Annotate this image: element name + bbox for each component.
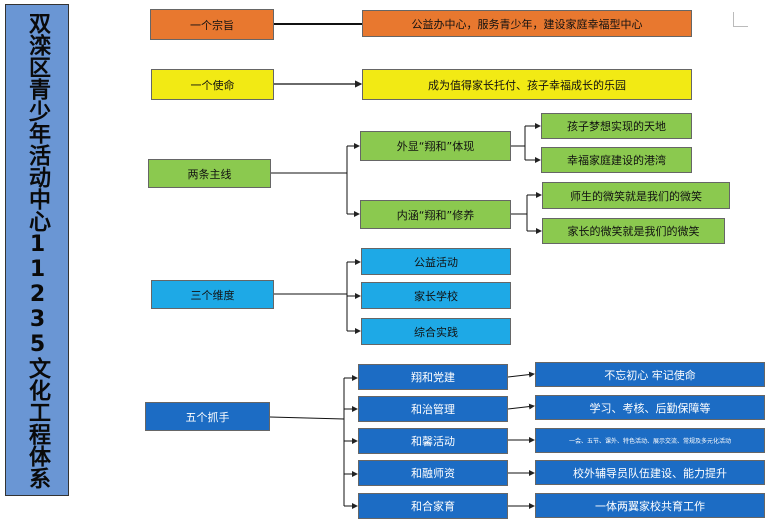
zhuashou-item: 和治管理 [358, 396, 508, 422]
zhuashou-detail-text: 一会、五节、课外、特色活动、展示交流、常规及多元化活动 [568, 438, 731, 445]
node-weidu-label: 三个维度 [190, 288, 235, 302]
zongzhi-detail: 公益办中心，服务青少年，建设家庭幸福型中心 [362, 10, 692, 37]
zhuashou-detail: 校外辅导员队伍建设、能力提升 [535, 460, 765, 485]
branch-waixian-label: 外显“翔和”体现 [396, 140, 475, 153]
zhuashou-detail: 一会、五节、课外、特色活动、展示交流、常规及多元化活动 [535, 428, 765, 453]
waixian-item: 孩子梦想实现的天地 [541, 113, 692, 139]
node-zhuxian: 两条主线 [148, 159, 271, 188]
zhuashou-item-label: 和融师资 [411, 467, 455, 480]
neihan-item-text: 师生的微笑就是我们的微笑 [570, 189, 702, 203]
branch-neihan-label: 内涵“翔和”修养 [396, 208, 475, 222]
waixian-item-text: 孩子梦想实现的天地 [567, 120, 666, 133]
zhuashou-item: 和合家育 [358, 493, 508, 519]
neihan-item-text: 家长的微笑就是我们的微笑 [567, 225, 700, 238]
node-zongzhi: 一个宗旨 [150, 9, 274, 40]
zhuashou-item-label: 翔和党建 [411, 371, 455, 384]
zhuashou-detail-text: 学习、考核、后勤保障等 [589, 401, 711, 415]
zhuashou-detail: 一体两翼家校共育工作 [535, 493, 765, 518]
zhuashou-detail-text: 一体两翼家校共育工作 [595, 499, 705, 513]
weidu-item-text: 家长学校 [414, 289, 458, 303]
weidu-item-text: 综合实践 [414, 325, 458, 339]
zhuashou-item-label: 和馨活动 [411, 435, 455, 448]
waixian-item: 幸福家庭建设的港湾 [541, 147, 692, 173]
weidu-item: 家长学校 [361, 282, 511, 309]
node-zhuashou: 五个抓手 [145, 402, 270, 431]
branch-neihan: 内涵“翔和”修养 [360, 200, 511, 229]
weidu-item: 公益活动 [361, 248, 511, 275]
node-zhuxian-label: 两条主线 [187, 167, 232, 181]
neihan-item: 家长的微笑就是我们的微笑 [542, 218, 725, 244]
zhuashou-detail-text: 校外辅导员队伍建设、能力提升 [573, 466, 727, 480]
zhuashou-item: 翔和党建 [358, 364, 508, 390]
zhuashou-detail: 不忘初心 牢记使命 [535, 362, 765, 387]
weidu-item-text: 公益活动 [414, 255, 458, 269]
weidu-item: 综合实践 [361, 318, 511, 345]
zhuashou-item-label: 和合家育 [411, 500, 455, 513]
shiming-detail-text: 成为值得家长托付、孩子幸福成长的乐园 [428, 78, 626, 92]
neihan-item: 师生的微笑就是我们的微笑 [542, 182, 730, 209]
zhuashou-detail: 学习、考核、后勤保障等 [535, 395, 765, 420]
node-zongzhi-label: 一个宗旨 [190, 18, 234, 32]
node-shiming-label: 一个使命 [190, 78, 235, 92]
shiming-detail: 成为值得家长托付、孩子幸福成长的乐园 [362, 69, 692, 100]
zhuashou-item-label: 和治管理 [411, 403, 455, 416]
branch-waixian: 外显“翔和”体现 [360, 131, 511, 161]
zhuashou-detail-text: 不忘初心 牢记使命 [604, 368, 696, 382]
zhuashou-item: 和融师资 [358, 460, 508, 486]
vertical-title-bar: 双滦区青少年活动中心11235文化工程体系 [5, 4, 69, 496]
corner-mark [733, 12, 748, 27]
node-shiming: 一个使命 [151, 69, 274, 100]
waixian-item-text: 幸福家庭建设的港湾 [567, 154, 666, 167]
node-zhuashou-label: 五个抓手 [185, 410, 230, 424]
vertical-title-text: 双滦区青少年活动中心11235文化工程体系 [25, 11, 50, 489]
node-weidu: 三个维度 [151, 280, 274, 309]
zhuashou-item: 和馨活动 [358, 428, 508, 454]
zongzhi-detail-text: 公益办中心，服务青少年，建设家庭幸福型中心 [411, 17, 643, 31]
